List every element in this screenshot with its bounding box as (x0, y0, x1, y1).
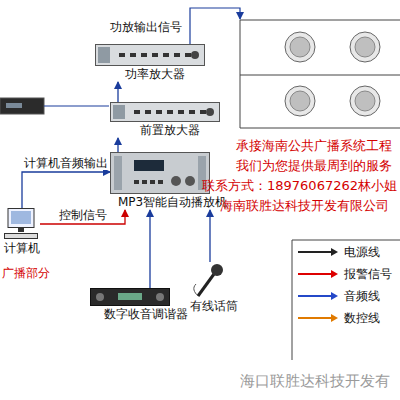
side-device (0, 98, 44, 114)
device-node: 计算机 (4, 208, 40, 256)
legend-line (298, 295, 332, 297)
legend-line (298, 251, 332, 253)
legend-text: 音频线 (344, 289, 380, 303)
signal-connector (209, 210, 210, 262)
legend-arrowhead (331, 248, 338, 256)
device-image (110, 152, 210, 194)
ad-text: 承接海南公共广播系统工程 (236, 138, 392, 154)
signal-label: 功放输出信号 (110, 20, 182, 34)
ad-text: 海南联胜达科技开发有限公司 (220, 198, 389, 214)
device-image (4, 208, 38, 240)
device-image (90, 288, 170, 306)
device-label: MP3智能自动播放机 (110, 194, 227, 210)
legend-text: 数控线 (344, 311, 380, 325)
ad-text: 我们为您提供最周到的服务 (236, 158, 392, 174)
legend-line (298, 317, 332, 319)
device-label: 有线话筒 (190, 298, 238, 314)
signal-connector (22, 172, 110, 208)
legend-arrowhead (331, 314, 338, 322)
legend-arrowhead (331, 292, 338, 300)
device-label: 前置放大器 (110, 122, 220, 138)
legend-text: 报警信号 (344, 267, 392, 281)
legend-frame (292, 240, 400, 360)
speaker-frame (240, 20, 400, 128)
signal-connector (117, 138, 118, 152)
device-label: 数字收音调谐器 (90, 306, 188, 322)
device-image (190, 262, 230, 298)
device-image (110, 102, 220, 122)
signal-connector (117, 82, 118, 102)
device-node: 功率放大器 (95, 44, 205, 82)
ad-text: 联系方式：18976067262林小姐 (202, 178, 397, 194)
signal-connector (149, 210, 150, 288)
device-node: 有线话筒 (190, 262, 238, 314)
legend-text: 电源线 (344, 245, 380, 259)
legend-line (298, 273, 332, 275)
device-label: 计算机 (4, 240, 40, 256)
ceiling-speaker (285, 32, 380, 116)
signal-label: 控制信号 (57, 208, 109, 222)
amp-output-wire (190, 8, 240, 44)
side-device-wire (44, 105, 109, 106)
section-label: 广播部分 (2, 266, 50, 280)
watermark: 海口联胜达科技开发有 (240, 372, 390, 390)
device-node: 前置放大器 (110, 102, 220, 138)
legend-arrowhead (331, 270, 338, 278)
device-node: 数字收音调谐器 (90, 288, 188, 322)
device-image (95, 44, 205, 66)
device-label: 功率放大器 (95, 66, 205, 82)
signal-label: 计算机音频输出 (22, 156, 110, 170)
